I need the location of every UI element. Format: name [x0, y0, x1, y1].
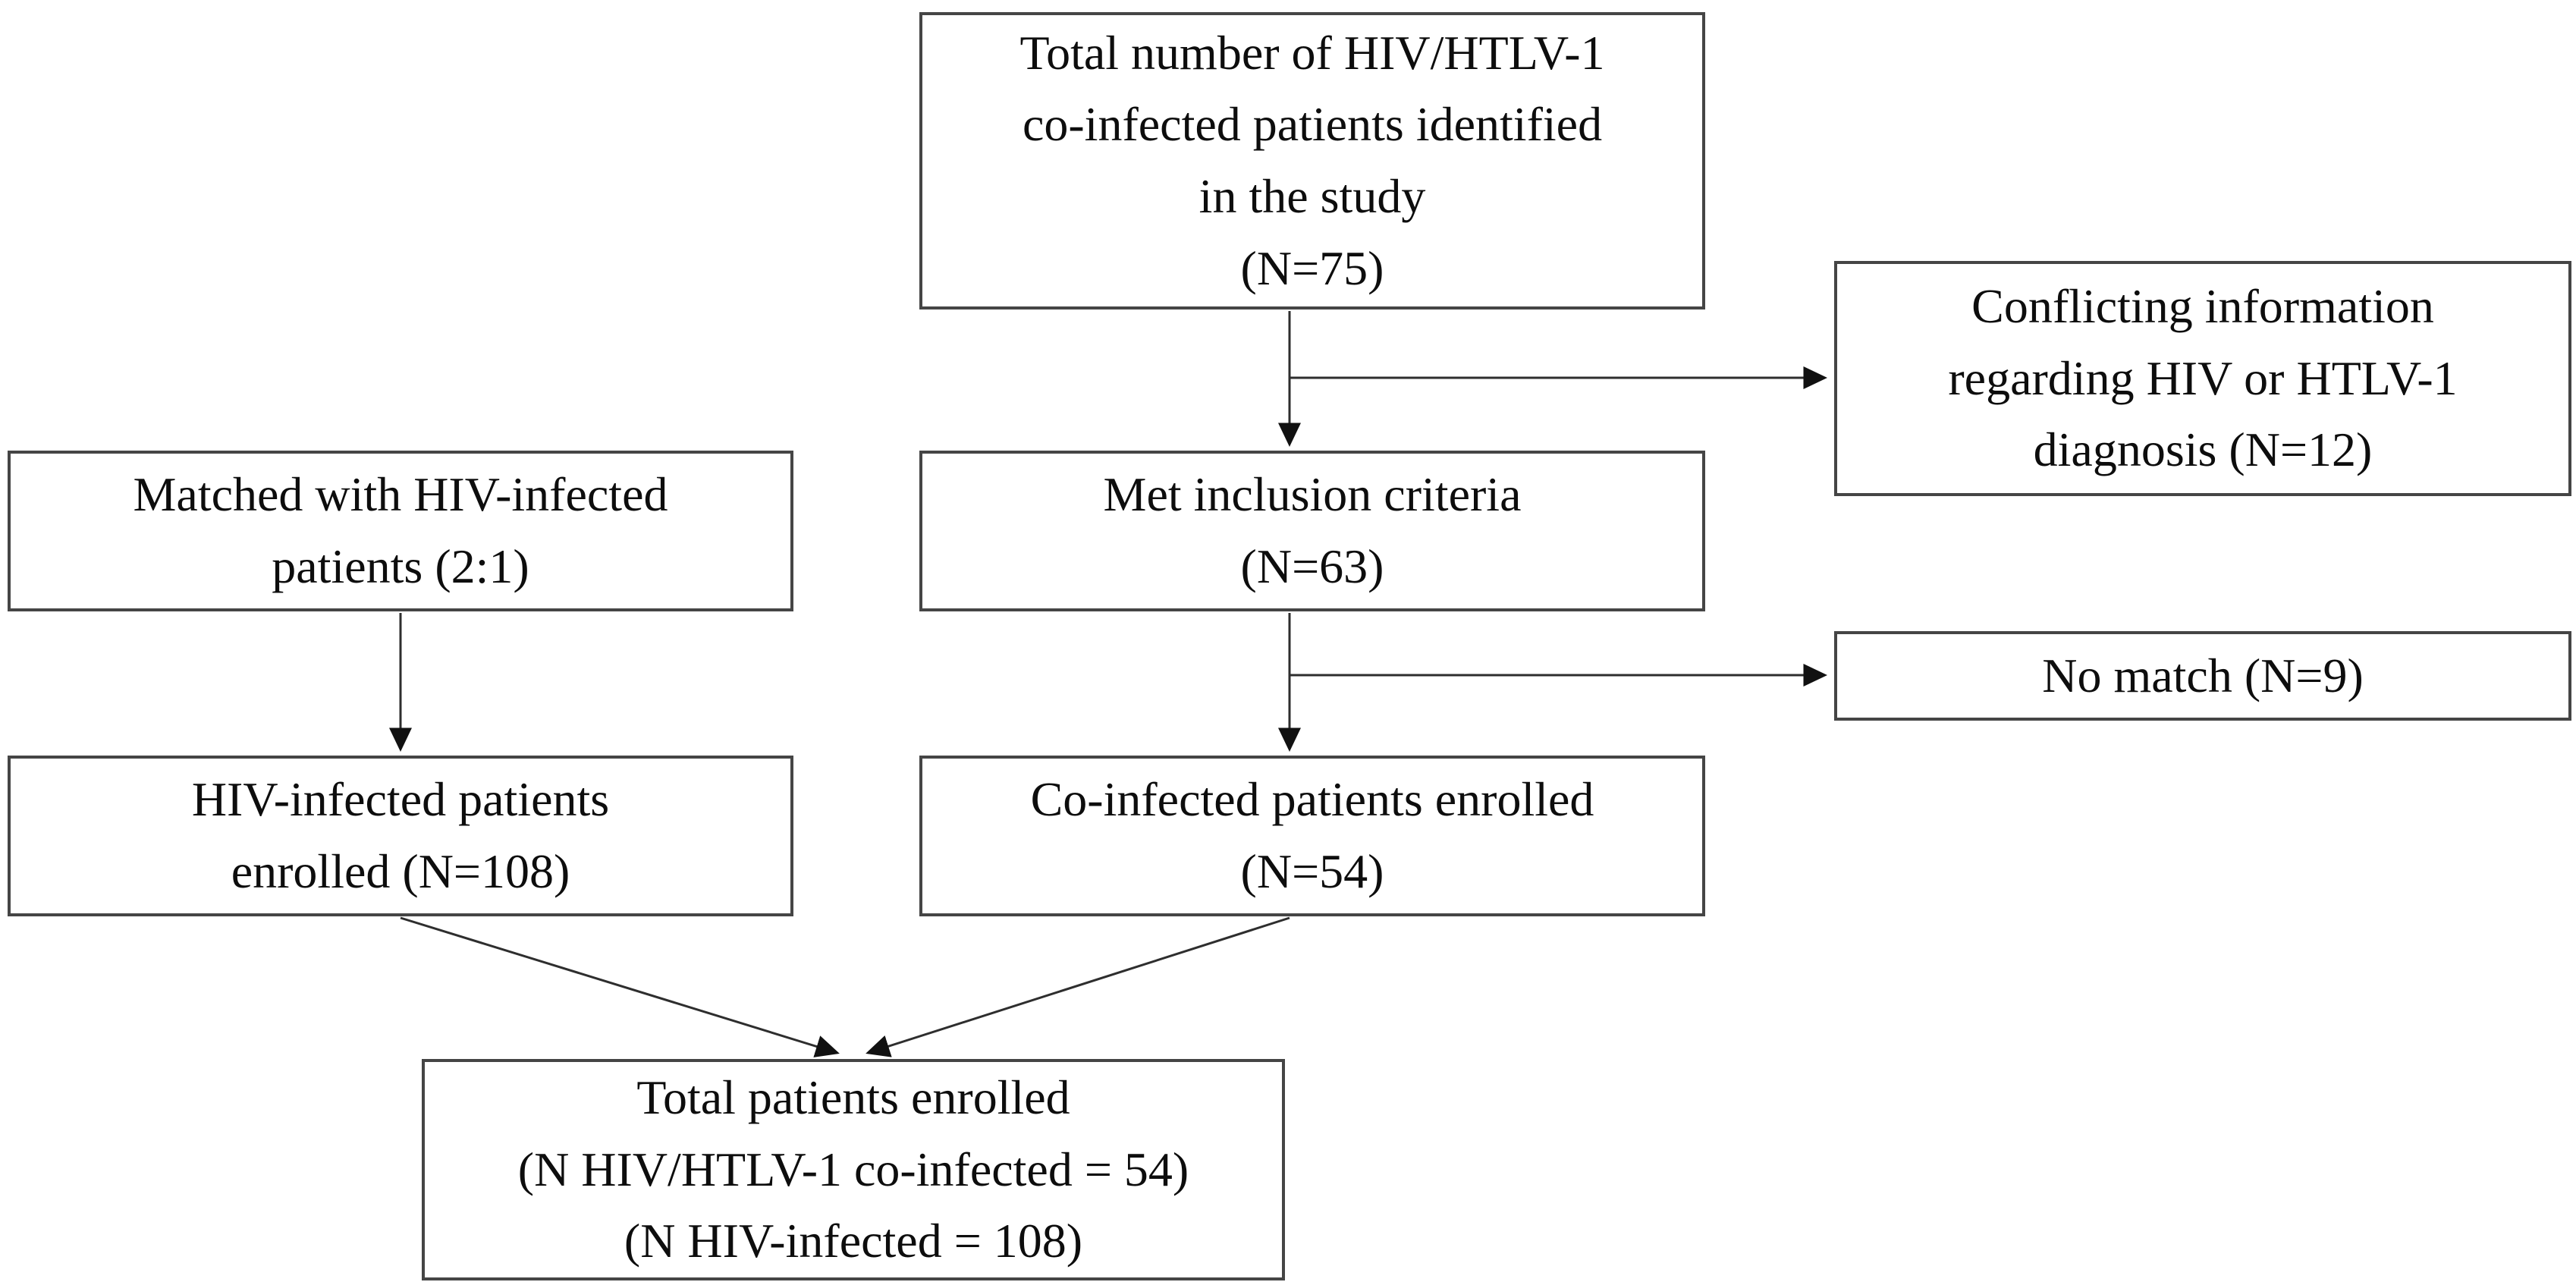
node-no-match-label: No match (N=9) [2042, 648, 2364, 702]
node-no-match: No match (N=9) [1834, 631, 2571, 721]
node-met-criteria-label: Met inclusion criteria (N=63) [1103, 467, 1522, 593]
node-hiv-enrolled-label: HIV-infected patients enrolled (N=108) [191, 772, 610, 898]
arrow-hiv-enrolled-to-total [400, 916, 840, 1057]
node-conflicting-info: Conflicting information regarding HIV or… [1834, 261, 2571, 496]
node-co-enrolled: Co-infected patients enrolled (N=54) [919, 756, 1705, 916]
node-matched-label: Matched with HIV-infected patients (2:1) [133, 467, 668, 593]
node-total-enrolled: Total patients enrolled (N HIV/HTLV-1 co… [422, 1059, 1285, 1280]
node-total-enrolled-label: Total patients enrolled (N HIV/HTLV-1 co… [517, 1070, 1189, 1268]
node-matched: Matched with HIV-infected patients (2:1) [8, 451, 793, 611]
node-co-enrolled-label: Co-infected patients enrolled (N=54) [1030, 772, 1594, 898]
arrow-co-enrolled-to-total [865, 916, 1290, 1057]
node-total-identified: Total number of HIV/HTLV-1 co-infected p… [919, 12, 1705, 310]
node-met-criteria: Met inclusion criteria (N=63) [919, 451, 1705, 611]
node-total-identified-label: Total number of HIV/HTLV-1 co-infected p… [1019, 25, 1605, 295]
node-conflicting-info-label: Conflicting information regarding HIV or… [1948, 278, 2458, 477]
node-hiv-enrolled: HIV-infected patients enrolled (N=108) [8, 756, 793, 916]
